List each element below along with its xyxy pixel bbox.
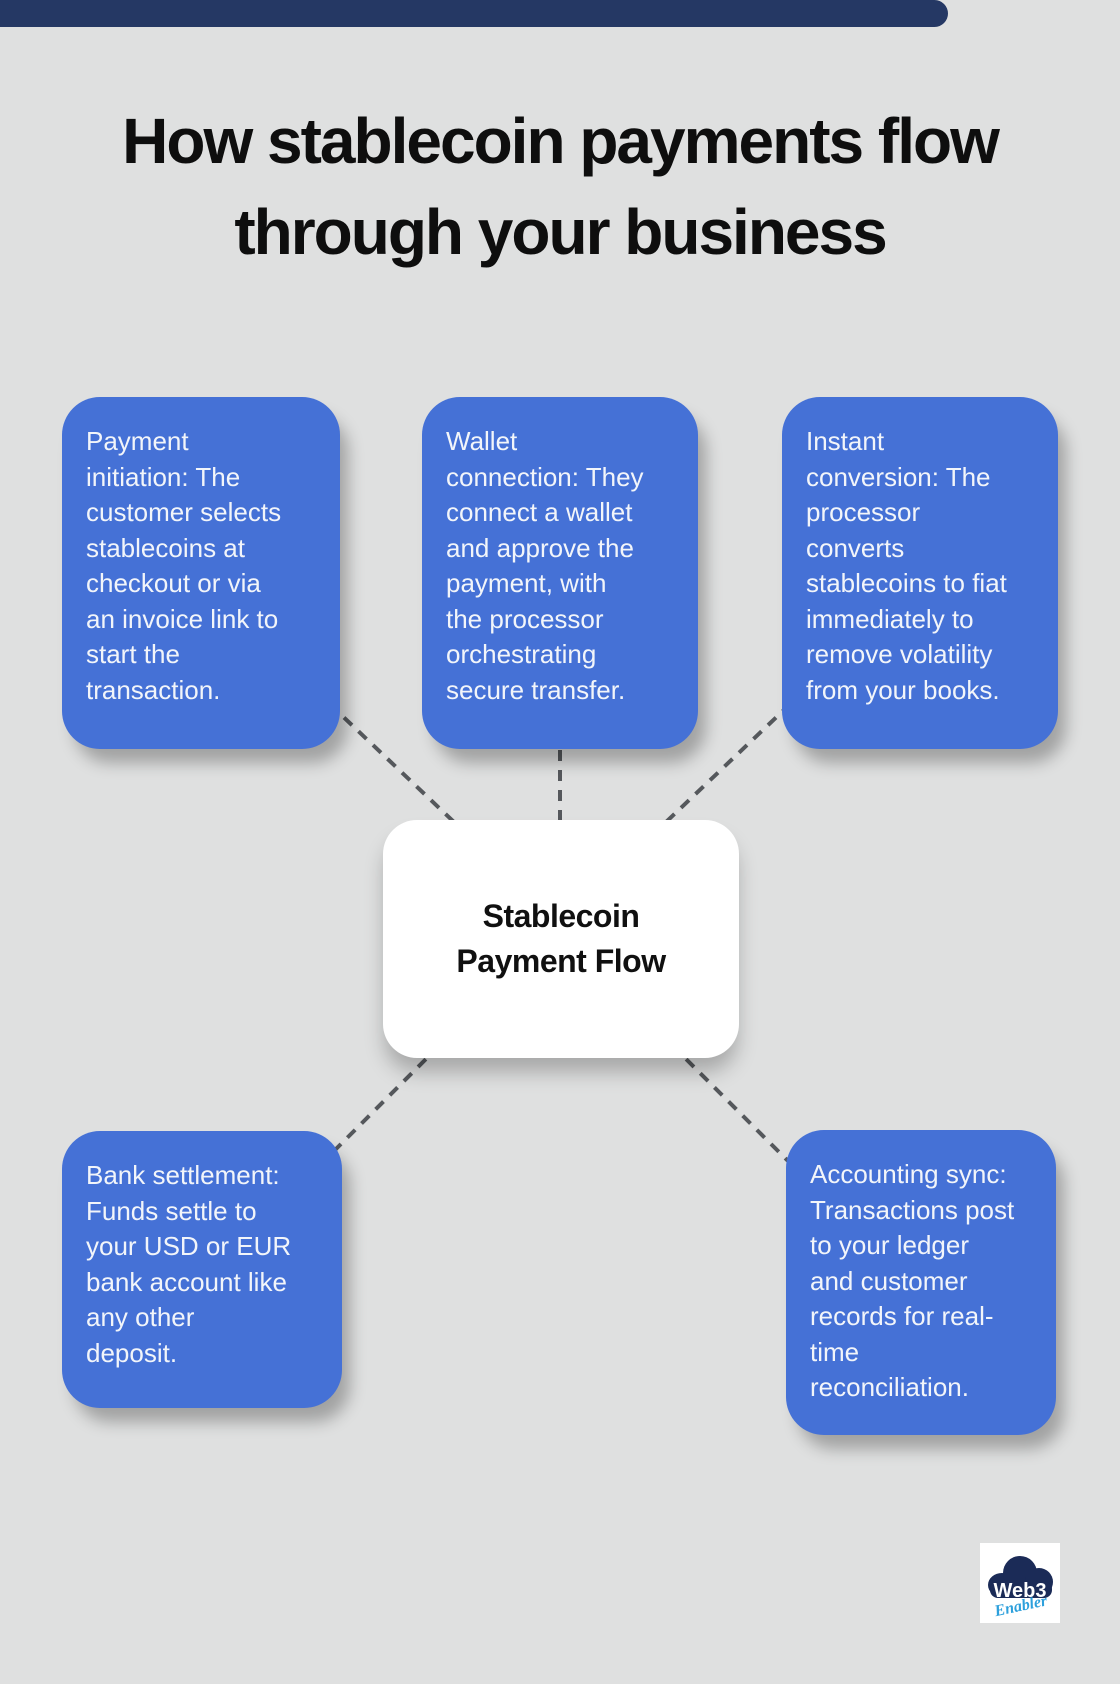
connector-step1-center xyxy=(313,688,457,825)
step-box-accounting-sync: Accounting sync: Transactions post to yo… xyxy=(786,1130,1056,1435)
infographic-title: How stablecoin payments flow through you… xyxy=(0,96,1120,278)
top-accent-bar xyxy=(0,0,948,27)
step-box-bank-settlement: Bank settlement: Funds settle to your US… xyxy=(62,1131,342,1408)
brand-name: Web3 xyxy=(994,1580,1047,1602)
connector-step3-center xyxy=(663,688,807,825)
brand-logo: Web3 Enabler xyxy=(980,1543,1060,1623)
step-box-wallet-connection: Wallet connection: They connect a wallet… xyxy=(422,397,698,749)
title-line-1: How stablecoin payments flow xyxy=(122,105,1000,177)
connector-center-step4 xyxy=(323,1043,442,1162)
center-node-line-1: Stablecoin xyxy=(482,898,640,934)
center-node-line-2: Payment Flow xyxy=(456,943,666,979)
title-line-2: through your business xyxy=(234,196,887,268)
connector-center-step5 xyxy=(670,1043,797,1170)
cloud-icon: Web3 Enabler xyxy=(988,1556,1053,1620)
step-box-instant-conversion: Instant conversion: The processor conver… xyxy=(782,397,1058,749)
step-box-payment-initiation: Payment initiation: The customer selects… xyxy=(62,397,340,749)
center-node: Stablecoin Payment Flow xyxy=(383,820,739,1058)
